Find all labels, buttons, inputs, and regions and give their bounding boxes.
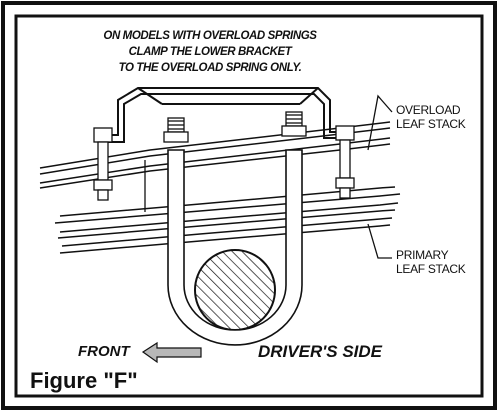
instruction-line-1: ON MODELS WITH OVERLOAD SPRINGS (103, 30, 317, 42)
overload-leaf-stack-label: OVERLOAD LEAF STACK (396, 103, 466, 131)
overload-leader-line (367, 94, 393, 151)
inner-border (14, 14, 484, 398)
instruction-line-3: TO THE OVERLOAD SPRING ONLY. (118, 62, 302, 74)
primary-label-line-2: LEAF STACK (396, 262, 466, 276)
u-bolt-nuts (163, 111, 307, 143)
primary-label-line-1: PRIMARY (396, 248, 449, 262)
front-label: FRONT (78, 343, 130, 360)
u-bolt (167, 149, 303, 346)
primary-leader-line (367, 223, 392, 259)
instruction-line-2: CLAMP THE LOWER BRACKET (128, 46, 292, 58)
overload-label-line-1: OVERLOAD (396, 103, 461, 117)
front-arrow (141, 341, 202, 364)
overload-label-line-2: LEAF STACK (396, 117, 466, 131)
drivers-side-label: DRIVER'S SIDE (258, 342, 383, 361)
frame-rail (144, 160, 291, 212)
figure-caption: Figure "F" (30, 368, 138, 393)
primary-leaf-stack-label: PRIMARY LEAF STACK (396, 248, 466, 276)
instruction-note: ON MODELS WITH OVERLOAD SPRINGS CLAMP TH… (60, 28, 360, 76)
upper-bracket (100, 87, 352, 143)
side-clamp-bolts (93, 125, 355, 201)
axle-section (194, 249, 276, 331)
